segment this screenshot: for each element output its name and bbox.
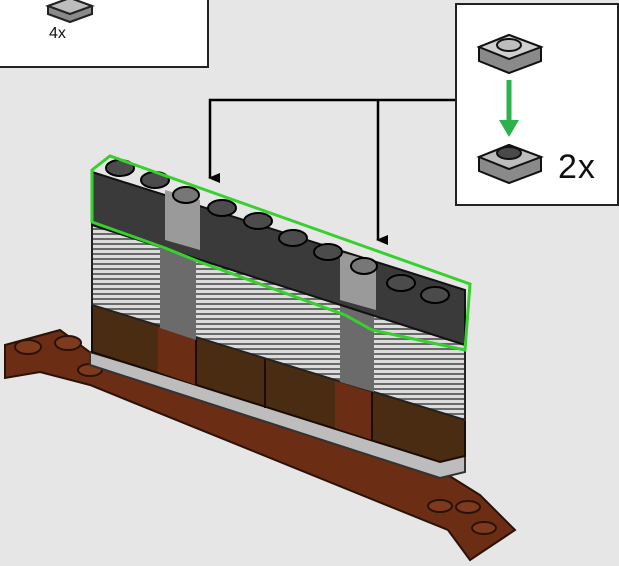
plate-1x1-gray-icon (479, 35, 541, 73)
previous-step-callout: 4x (0, 0, 209, 68)
plate-1x1-gray-icon (40, 0, 100, 26)
green-down-arrow-icon (499, 80, 519, 137)
plate-1x1-gray-icon (479, 145, 541, 183)
quantity-label: 4x (49, 25, 66, 43)
quantity-label: 2x (558, 148, 596, 187)
